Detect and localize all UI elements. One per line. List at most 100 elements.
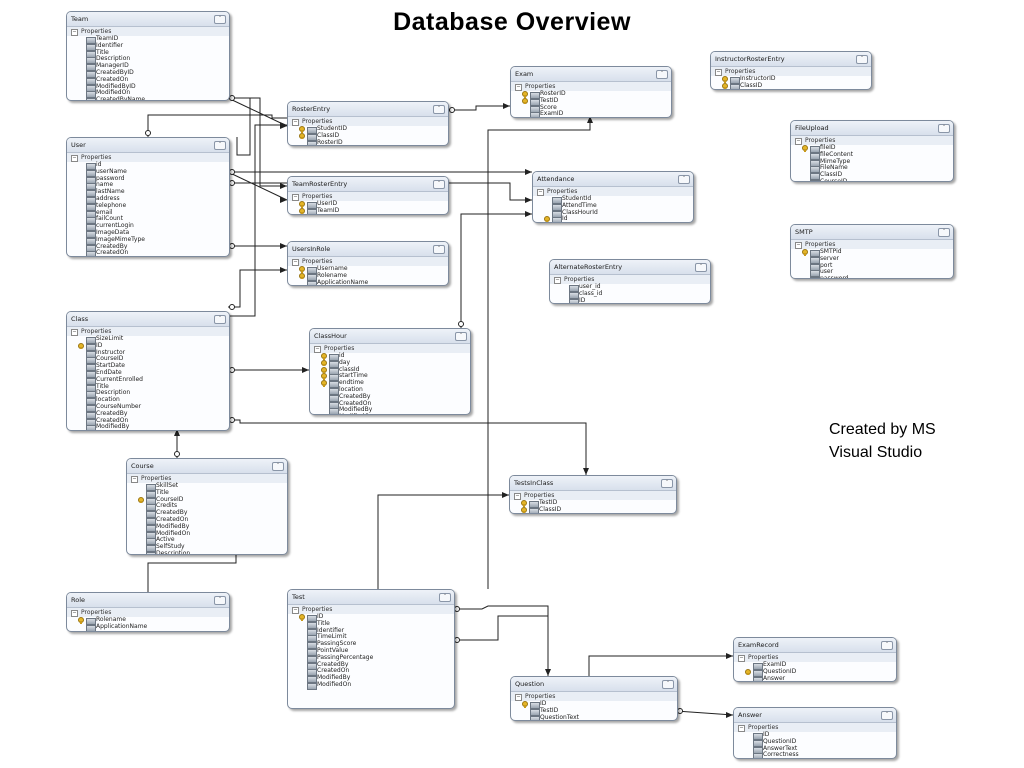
- collapse-minus-icon[interactable]: −: [554, 277, 561, 284]
- property-row[interactable]: FileName: [791, 164, 953, 174]
- entity-header[interactable]: InstructorRosterEntry˄: [711, 52, 871, 67]
- property-row[interactable]: EndDate: [67, 369, 229, 378]
- properties-section[interactable]: −Properties: [734, 723, 896, 732]
- property-row[interactable]: email: [67, 209, 229, 218]
- property-row[interactable]: password: [791, 275, 953, 278]
- property-row[interactable]: ID: [511, 700, 677, 709]
- property-row[interactable]: CourseID: [67, 355, 229, 365]
- properties-section[interactable]: −Properties: [734, 653, 896, 662]
- property-row[interactable]: ModifiedOn: [288, 681, 454, 690]
- property-row[interactable]: Score: [511, 104, 671, 113]
- property-row[interactable]: CourseID: [127, 496, 287, 505]
- property-row[interactable]: Identifier: [288, 627, 454, 636]
- property-row[interactable]: CurrentEnrolled: [67, 376, 229, 385]
- entity-header[interactable]: Class˄: [67, 312, 229, 327]
- properties-section[interactable]: −Properties: [288, 605, 454, 614]
- property-row[interactable]: userName: [67, 168, 229, 177]
- collapse-chevron-icon[interactable]: ˄: [856, 55, 868, 64]
- collapse-chevron-icon[interactable]: ˄: [678, 175, 690, 184]
- collapse-minus-icon[interactable]: −: [738, 725, 745, 732]
- property-row[interactable]: AttendTime: [533, 202, 693, 211]
- collapse-chevron-icon[interactable]: ˄: [938, 124, 950, 133]
- properties-section[interactable]: −Properties: [310, 344, 470, 353]
- property-row[interactable]: ClassID: [288, 132, 448, 141]
- property-row[interactable]: ApplicationName: [67, 623, 229, 631]
- property-row[interactable]: Rolename: [67, 616, 229, 625]
- entity-header[interactable]: Attendance˄: [533, 172, 693, 187]
- properties-section[interactable]: −Properties: [288, 257, 448, 266]
- properties-section[interactable]: −Properties: [711, 67, 871, 76]
- property-row[interactable]: QuestionText: [511, 714, 677, 720]
- property-row[interactable]: Description: [67, 55, 229, 65]
- property-row[interactable]: ID: [288, 613, 454, 622]
- collapse-chevron-icon[interactable]: ˄: [662, 680, 674, 689]
- property-row[interactable]: startTime: [310, 372, 470, 382]
- collapse-minus-icon[interactable]: −: [795, 242, 802, 249]
- property-row[interactable]: QuestionID: [734, 738, 896, 747]
- properties-section[interactable]: −Properties: [67, 608, 229, 617]
- collapse-chevron-icon[interactable]: ˄: [214, 596, 226, 605]
- properties-section[interactable]: −Properties: [533, 187, 693, 196]
- entity-header[interactable]: SMTP˄: [791, 225, 953, 240]
- property-row[interactable]: CreatedBy: [127, 509, 287, 519]
- collapse-chevron-icon[interactable]: ˄: [439, 593, 451, 602]
- property-row[interactable]: CreatedBy: [67, 243, 229, 252]
- property-row[interactable]: SMTPid: [791, 248, 953, 257]
- property-row[interactable]: user: [791, 268, 953, 278]
- collapse-minus-icon[interactable]: −: [738, 655, 745, 662]
- entity-header[interactable]: ClassHour˄: [310, 329, 470, 344]
- property-row[interactable]: Correctness: [734, 751, 896, 758]
- property-row[interactable]: endtime: [310, 379, 470, 389]
- entity-header[interactable]: Team˄: [67, 12, 229, 27]
- property-row[interactable]: ModifiedBy: [310, 406, 470, 414]
- property-row[interactable]: TestID: [510, 499, 676, 508]
- collapse-minus-icon[interactable]: −: [514, 493, 521, 500]
- collapse-chevron-icon[interactable]: ˄: [214, 141, 226, 150]
- property-row[interactable]: TestID: [511, 707, 677, 716]
- property-row[interactable]: ExamID: [511, 110, 671, 117]
- collapse-minus-icon[interactable]: −: [314, 346, 321, 353]
- property-row[interactable]: ID: [734, 731, 896, 740]
- property-row[interactable]: CourseID: [791, 178, 953, 181]
- property-row[interactable]: Credits: [127, 502, 287, 512]
- property-row[interactable]: CreatedOn: [67, 76, 229, 85]
- collapse-chevron-icon[interactable]: ˄: [938, 228, 950, 237]
- property-row[interactable]: ModifiedOn: [339, 413, 373, 414]
- collapse-minus-icon[interactable]: −: [292, 259, 299, 266]
- property-row[interactable]: Active: [127, 536, 287, 546]
- property-row[interactable]: location: [310, 386, 470, 395]
- property-row[interactable]: ID: [550, 297, 710, 303]
- property-row[interactable]: PointValue: [288, 647, 454, 656]
- collapse-minus-icon[interactable]: −: [71, 610, 78, 617]
- entity-header[interactable]: UsersInRole˄: [288, 242, 448, 257]
- property-row[interactable]: fileID: [791, 144, 953, 153]
- collapse-chevron-icon[interactable]: ˄: [214, 15, 226, 24]
- property-row[interactable]: TeamID: [288, 207, 448, 214]
- entity-header[interactable]: AlternateRosterEntry˄: [550, 260, 710, 275]
- collapse-chevron-icon[interactable]: ˄: [433, 180, 445, 189]
- property-row[interactable]: CourseNumber: [67, 403, 229, 412]
- property-row[interactable]: PassingScore: [288, 640, 454, 650]
- property-row[interactable]: CreatedOn: [67, 249, 229, 256]
- properties-section[interactable]: −Properties: [510, 491, 676, 500]
- collapse-chevron-icon[interactable]: ˄: [433, 105, 445, 114]
- property-row[interactable]: ModifiedBy: [127, 523, 287, 532]
- properties-section[interactable]: −Properties: [288, 117, 448, 126]
- property-row[interactable]: ID: [67, 342, 229, 351]
- collapse-chevron-icon[interactable]: ˄: [272, 462, 284, 471]
- property-row[interactable]: ModifiedBy: [67, 423, 229, 430]
- entity-header[interactable]: RosterEntry˄: [288, 102, 448, 117]
- collapse-minus-icon[interactable]: −: [131, 476, 138, 483]
- collapse-chevron-icon[interactable]: ˄: [656, 70, 668, 79]
